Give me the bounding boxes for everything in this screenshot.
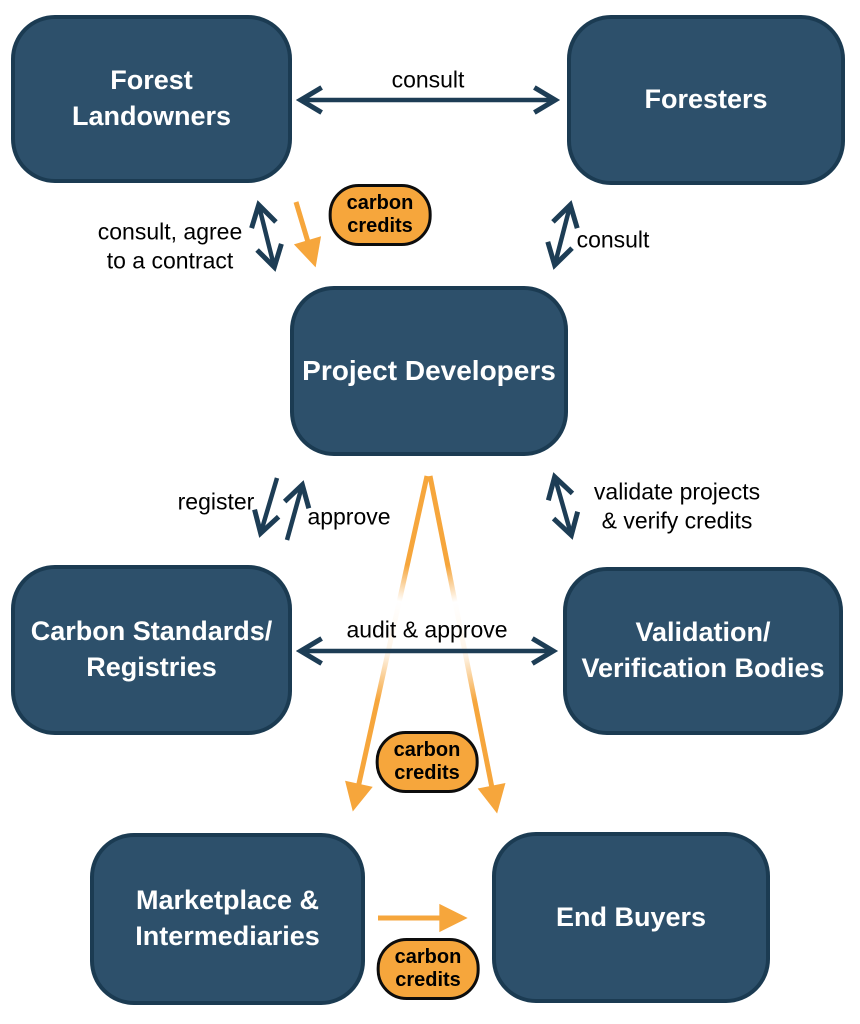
node-foresters-label: Foresters [644, 84, 768, 115]
arrow-developers-validation-bodies [545, 472, 581, 540]
orange-arrow-landowners-to-developers [293, 201, 322, 268]
arrow-approve [282, 480, 312, 541]
node-foresters: Foresters [567, 15, 845, 185]
node-project-developers-label: Project Developers [302, 355, 556, 387]
node-validation-verification-bodies: Validation/ Verification Bodies [563, 567, 843, 735]
node-validation-verification-bodies-label: Validation/ Verification Bodies [581, 617, 825, 683]
arrow-foresters-developers-consult [545, 200, 580, 270]
badge-carbon-credits-bottom: carbon credits [376, 938, 480, 1000]
edge-label-register: register [177, 488, 255, 515]
node-end-buyers-label: End Buyers [555, 901, 707, 932]
edge-label-consult-agree-contract: consult, agree to a contract [97, 218, 243, 274]
edge-label-validate-verify: validate projects & verify credits [593, 478, 761, 534]
edge-label-approve: approve [307, 503, 391, 530]
node-end-buyers: End Buyers [492, 832, 770, 1003]
arrow-landowners-developers-consult [249, 200, 284, 272]
arrow-register [252, 477, 281, 538]
node-marketplace-intermediaries: Marketplace & Intermediaries [90, 833, 365, 1005]
node-carbon-standards-registries-label: Carbon Standards/ Registries [30, 616, 273, 682]
edge-label-consult-right: consult [576, 226, 650, 253]
node-forest-landowners-label: Forest Landowners [71, 65, 232, 131]
badge-carbon-credits-middle: carbon credits [375, 731, 479, 793]
node-forest-landowners: Forest Landowners [11, 15, 292, 183]
edge-label-consult-top: consult [391, 66, 465, 93]
node-project-developers: Project Developers [290, 286, 568, 456]
node-marketplace-intermediaries-label: Marketplace & Intermediaries [135, 885, 320, 951]
edge-label-audit-approve: audit & approve [346, 616, 508, 643]
badge-carbon-credits-top: carbon credits [328, 184, 432, 246]
node-carbon-standards-registries: Carbon Standards/ Registries [11, 565, 292, 735]
